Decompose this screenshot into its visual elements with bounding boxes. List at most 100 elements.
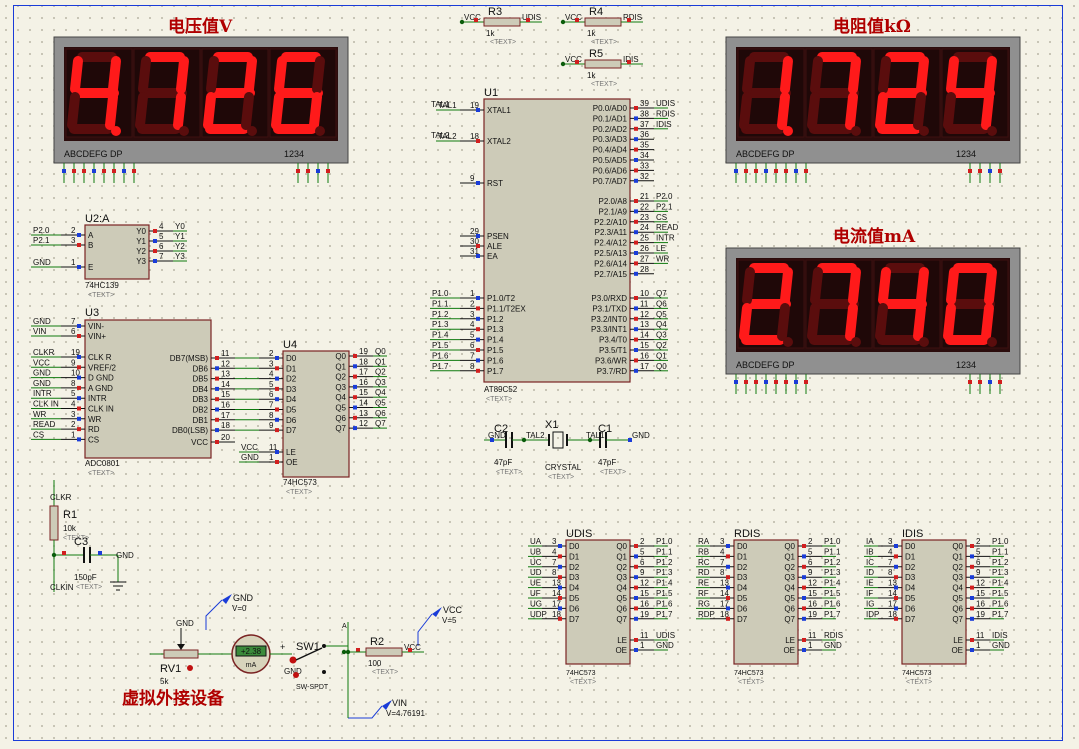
crystal-oscillator[interactable]: C247pF<TEXT>X1CRYSTAL<TEXT>C147pF<TEXT>G… [484, 419, 650, 481]
net-label: P1.6 [824, 599, 841, 608]
pin-number: 2 [976, 537, 981, 546]
pin-number: 10 [640, 289, 649, 298]
decimal-point [111, 126, 121, 136]
pin-name: P0.6/AD6 [593, 166, 628, 175]
segment-e [739, 303, 752, 341]
pin-number: 17 [640, 362, 649, 371]
pin-number: 18 [888, 610, 897, 619]
u4-74hc573-latch[interactable]: U474HC573<TEXT>2D03D14D25D36D47D58D69D71… [235, 339, 387, 496]
part-ref: R4 [589, 6, 603, 18]
idis-74hc573-latch[interactable]: IDIS74HC573<TEXT>3D0IA4D1IB7D2IC8D3ID13D… [864, 528, 1010, 686]
pot-adjust-button[interactable] [187, 665, 193, 671]
pin-state-marker [968, 169, 972, 173]
net-label: IDP [866, 610, 879, 619]
pin-state-marker [77, 385, 81, 390]
pin-number: 15 [221, 390, 230, 399]
pin-state-marker [77, 355, 81, 359]
pin-number: 1 [640, 641, 645, 650]
pin-name: Q5 [784, 594, 795, 603]
pin-name: B [88, 241, 93, 250]
net-label: Y0 [175, 222, 185, 231]
pin-number: 4 [552, 547, 557, 556]
pin-state-marker [77, 416, 81, 421]
part-type: 74HC573 [566, 670, 596, 677]
pin-number: 7 [159, 252, 164, 261]
vin-voltage-probe[interactable]: VIN V=4.76191 [348, 698, 425, 719]
pin-state-marker [77, 265, 81, 269]
switch-contact[interactable] [289, 656, 297, 664]
pin-state-marker [476, 108, 480, 112]
rdis-74hc573-latch[interactable]: RDIS74HC573<TEXT>3D0RA4D1RB7D2RC8D3RD13D… [696, 528, 843, 686]
pin-name: P0.2/AD2 [593, 125, 628, 134]
pin-state-marker [215, 386, 219, 391]
switch-toggle-button[interactable] [293, 672, 299, 678]
u1-at89c52-microcontroller[interactable]: U1AT89C52<TEXT>19XTAL1TAL118XTAL2TAL2TAL… [430, 87, 678, 403]
pin-number: 34 [640, 151, 649, 160]
pin-state-marker [802, 606, 806, 611]
segment-e [135, 92, 148, 130]
pin-number: 16 [221, 401, 230, 410]
pin-state-marker [275, 386, 279, 391]
pin-state-marker [62, 169, 66, 173]
pin-name: D1 [737, 552, 748, 561]
pin-number: 8 [470, 362, 475, 371]
net-label: P1.3 [656, 568, 673, 577]
pin-state-marker [634, 306, 638, 311]
pin-name: Q4 [335, 393, 346, 402]
pin-number: 1 [71, 430, 76, 439]
pin-state-marker [894, 606, 898, 611]
segment-f [206, 56, 219, 94]
pin-number: 14 [888, 589, 897, 598]
net-label: GND [33, 369, 51, 378]
wire [295, 647, 323, 661]
pin-name: Q5 [616, 594, 627, 603]
pin-name: OE [951, 646, 963, 655]
pin-state-marker [77, 427, 81, 432]
net-label: Q4 [375, 388, 386, 397]
pin-state-marker [634, 178, 638, 183]
pin-state-marker [628, 438, 632, 442]
net-label: VCC [565, 13, 582, 22]
udis-74hc573-latch[interactable]: UDIS74HC573<TEXT>3D0UA4D1UB7D2UC8D3UD13D… [528, 528, 675, 686]
segment-e [203, 92, 216, 130]
pin-state-marker [894, 575, 898, 580]
wire-junction [51, 552, 57, 558]
pin-name: P2.3/A11 [595, 228, 628, 237]
pin-name: INTR [88, 394, 107, 403]
pin-name: D GND [88, 374, 114, 383]
pin-state-marker [153, 239, 157, 243]
part-ref: U4 [283, 339, 297, 351]
pin-state-marker [353, 384, 357, 389]
pin-name: Q7 [616, 615, 627, 624]
net-label: GND [824, 641, 842, 650]
pin-name: XTAL2 [487, 137, 511, 146]
net-label: P1.7 [432, 362, 449, 371]
part-ref: R2 [370, 636, 384, 648]
segment-c [981, 92, 994, 130]
pin-state-marker [802, 585, 806, 590]
segment-b [176, 56, 189, 94]
pin-state-marker [490, 438, 494, 442]
gnd-voltage-probe[interactable]: GND V=0 [205, 593, 254, 630]
pin-state-marker [634, 575, 638, 580]
vcc-voltage-probe[interactable]: VCC V=5 [417, 605, 463, 646]
pin-number: 17 [359, 368, 368, 377]
pin-number: 11 [640, 299, 649, 308]
part-value: 47pF [598, 458, 616, 467]
pin-number: 4 [71, 400, 76, 409]
net-label: P2.0 [33, 226, 50, 235]
u2-74hc139-decoder[interactable]: U2:A74HC139<TEXT>2AP2.03BP2.11EGND4Y0Y05… [31, 213, 187, 299]
pin-state-marker [275, 366, 279, 371]
pin-name: Q1 [335, 362, 346, 371]
